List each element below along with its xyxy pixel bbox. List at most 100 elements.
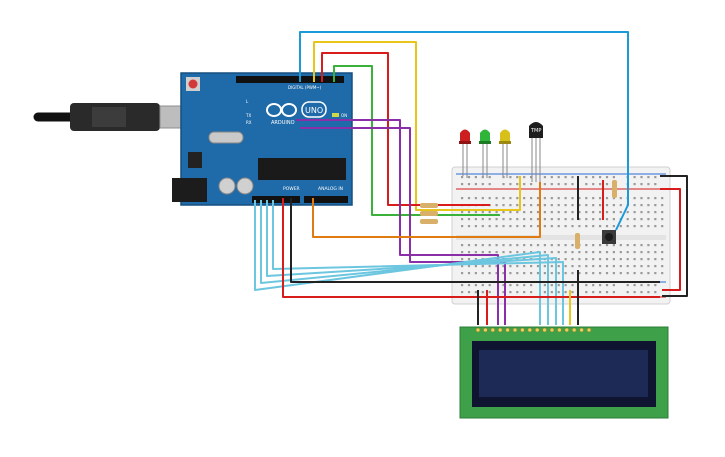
breadboard-hole[interactable] xyxy=(467,251,471,254)
breadboard-hole[interactable] xyxy=(550,244,553,247)
breadboard-hole[interactable] xyxy=(474,197,477,200)
breadboard-hole[interactable] xyxy=(640,204,643,207)
wire-gnd[interactable] xyxy=(290,198,660,283)
rail-hole[interactable] xyxy=(571,176,574,179)
breadboard-hole[interactable] xyxy=(461,197,464,200)
breadboard-hole[interactable] xyxy=(530,218,533,221)
breadboard-hole[interactable] xyxy=(592,272,595,275)
rail-hole[interactable] xyxy=(571,291,574,294)
breadboard-hole[interactable] xyxy=(640,197,643,200)
rail-hole[interactable] xyxy=(523,284,526,287)
resistor-led-red[interactable] xyxy=(420,203,438,208)
breadboard-hole[interactable] xyxy=(523,251,526,254)
rail-hole[interactable] xyxy=(640,284,643,287)
breadboard-hole[interactable] xyxy=(612,251,615,254)
wire-green-led[interactable] xyxy=(333,65,500,216)
breadboard-hole[interactable] xyxy=(543,251,546,254)
breadboard-hole[interactable] xyxy=(516,265,519,268)
breadboard-hole[interactable] xyxy=(647,211,650,214)
breadboard-hole[interactable] xyxy=(467,211,471,214)
breadboard-hole[interactable] xyxy=(488,265,491,268)
breadboard-hole[interactable] xyxy=(474,272,477,275)
breadboard-hole[interactable] xyxy=(619,265,622,268)
breadboard-hole[interactable] xyxy=(536,204,540,207)
breadboard-hole[interactable] xyxy=(612,272,615,275)
rail-hole[interactable] xyxy=(557,176,560,179)
wire-rail-gnd-bridge[interactable] xyxy=(660,175,688,297)
breadboard-hole[interactable] xyxy=(523,211,526,214)
rail-hole[interactable] xyxy=(592,291,595,294)
breadboard-hole[interactable] xyxy=(661,265,664,268)
breadboard-hole[interactable] xyxy=(640,211,643,214)
breadboard-hole[interactable] xyxy=(509,211,512,214)
breadboard-hole[interactable] xyxy=(647,244,650,247)
breadboard-hole[interactable] xyxy=(488,251,491,254)
breadboard-hole[interactable] xyxy=(592,265,595,268)
breadboard-hole[interactable] xyxy=(536,244,540,247)
arduino-uno-board[interactable]: ARDUINO UNO DIGITAL (PWM~) POWER ANALOG … xyxy=(172,72,353,206)
wire-cyan-4[interactable] xyxy=(272,200,564,325)
breadboard-hole[interactable] xyxy=(626,244,629,247)
breadboard-hole[interactable] xyxy=(626,258,629,261)
rail-hole[interactable] xyxy=(502,291,505,294)
breadboard-hole[interactable] xyxy=(633,225,636,228)
rail-hole[interactable] xyxy=(633,183,636,186)
breadboard-hole[interactable] xyxy=(481,244,484,247)
breadboard-hole[interactable] xyxy=(585,251,588,254)
breadboard-hole[interactable] xyxy=(585,197,588,200)
breadboard-hole[interactable] xyxy=(571,225,574,228)
lcd-pin[interactable] xyxy=(475,327,481,333)
breadboard-hole[interactable] xyxy=(633,258,636,261)
rail-hole[interactable] xyxy=(530,176,533,179)
rail-hole[interactable] xyxy=(599,291,602,294)
breadboard-hole[interactable] xyxy=(461,225,464,228)
breadboard-hole[interactable] xyxy=(543,197,546,200)
wire-cyan-1[interactable] xyxy=(254,200,541,325)
rail-hole[interactable] xyxy=(605,176,609,179)
breadboard-hole[interactable] xyxy=(509,251,512,254)
rail-hole[interactable] xyxy=(654,284,657,287)
breadboard-hole[interactable] xyxy=(654,197,657,200)
breadboard-hole[interactable] xyxy=(599,272,602,275)
breadboard-hole[interactable] xyxy=(612,258,615,261)
rail-hole[interactable] xyxy=(599,284,602,287)
rail-hole[interactable] xyxy=(592,284,595,287)
breadboard-hole[interactable] xyxy=(654,244,657,247)
rail-hole[interactable] xyxy=(571,284,574,287)
breadboard-hole[interactable] xyxy=(626,272,629,275)
breadboard-hole[interactable] xyxy=(599,225,602,228)
rail-hole[interactable] xyxy=(543,176,546,179)
breadboard-hole[interactable] xyxy=(481,265,484,268)
breadboard-hole[interactable] xyxy=(467,265,471,268)
breadboard-hole[interactable] xyxy=(495,272,498,275)
breadboard-hole[interactable] xyxy=(605,218,609,221)
rail-hole[interactable] xyxy=(640,176,643,179)
breadboard-hole[interactable] xyxy=(585,265,588,268)
breadboard-hole[interactable] xyxy=(557,225,560,228)
breadboard-hole[interactable] xyxy=(550,197,553,200)
breadboard-hole[interactable] xyxy=(502,204,505,207)
breadboard-hole[interactable] xyxy=(502,251,505,254)
wire-5v[interactable] xyxy=(282,198,660,298)
breadboard-hole[interactable] xyxy=(619,225,622,228)
rail-hole[interactable] xyxy=(585,176,588,179)
rail-hole[interactable] xyxy=(640,183,643,186)
breadboard-hole[interactable] xyxy=(612,211,615,214)
breadboard-hole[interactable] xyxy=(564,211,567,214)
breadboard-hole[interactable] xyxy=(640,244,643,247)
rail-hole[interactable] xyxy=(488,284,491,287)
rail-hole[interactable] xyxy=(585,284,588,287)
breadboard-hole[interactable] xyxy=(509,218,512,221)
breadboard-hole[interactable] xyxy=(654,258,657,261)
breadboard-hole[interactable] xyxy=(502,218,505,221)
breadboard-hole[interactable] xyxy=(509,197,512,200)
wire-rail-vcc-bridge[interactable] xyxy=(660,188,681,291)
rail-hole[interactable] xyxy=(502,176,505,179)
breadboard-hole[interactable] xyxy=(592,197,595,200)
breadboard-hole[interactable] xyxy=(530,197,533,200)
breadboard-hole[interactable] xyxy=(481,225,484,228)
rail-hole[interactable] xyxy=(599,176,602,179)
rail-hole[interactable] xyxy=(557,183,560,186)
lcd-pin[interactable] xyxy=(549,327,555,333)
breadboard-hole[interactable] xyxy=(612,265,615,268)
